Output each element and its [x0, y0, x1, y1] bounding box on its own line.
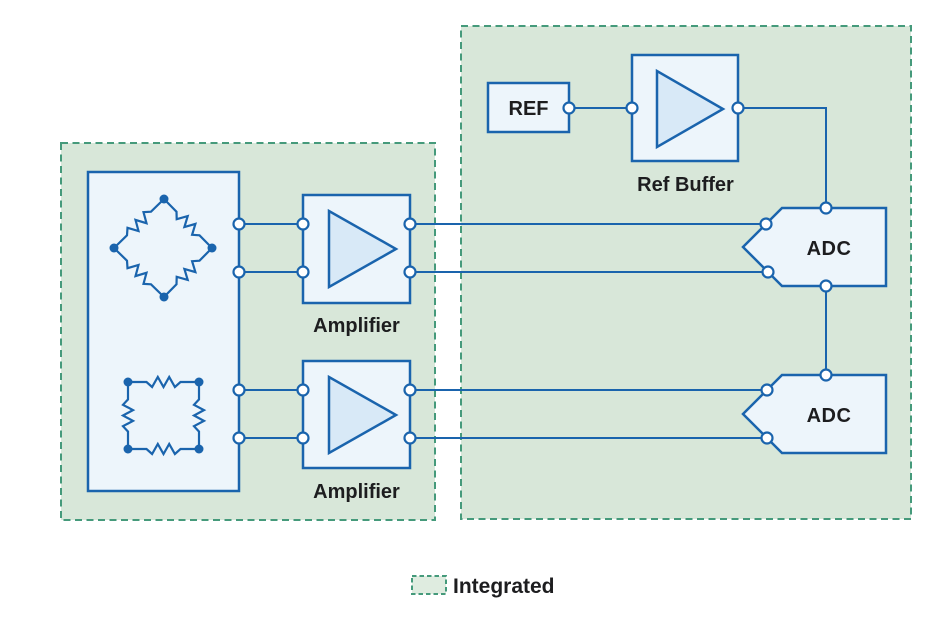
adc-pentagon [741, 373, 888, 455]
legend-label: Integrated [453, 575, 555, 598]
amplifier-triangle-icon [327, 208, 399, 290]
node-dot-icon [123, 377, 133, 387]
terminal-circle-icon [731, 101, 745, 115]
adc-bottom-block: ADC [741, 373, 888, 455]
amplifier-triangle-icon [327, 374, 399, 456]
amplifier-bottom-block: Amplifier [301, 359, 412, 503]
ref-buffer-block: Ref Buffer [630, 53, 740, 196]
amplifier-bottom-label: Amplifier [313, 481, 400, 503]
node-dot-icon [159, 194, 169, 204]
terminal-circle-icon [819, 201, 833, 215]
terminal-circle-icon [403, 217, 417, 231]
terminal-circle-icon [760, 431, 774, 445]
terminal-circle-icon [296, 217, 310, 231]
sensor-block [86, 170, 241, 493]
resistor-icon [113, 247, 165, 298]
legend-swatch-icon [411, 575, 447, 595]
resistor-icon [128, 441, 199, 457]
ref-box [486, 81, 571, 134]
legend: Integrated [411, 575, 555, 598]
ref-block: REF [486, 81, 571, 134]
node-dot-icon [109, 243, 119, 253]
terminal-circle-icon [819, 279, 833, 293]
ref-buffer-triangle-icon [655, 68, 726, 150]
resistor-icon [113, 198, 165, 249]
terminal-circle-icon [296, 265, 310, 279]
terminal-circle-icon [232, 217, 246, 231]
resistor-icon [120, 382, 136, 449]
terminals [232, 101, 833, 445]
amplifier-top-block: Amplifier [301, 193, 412, 337]
node-dot-icon [159, 292, 169, 302]
terminal-circle-icon [761, 265, 775, 279]
adc-pentagon [741, 206, 888, 288]
resistor-icon [163, 198, 213, 249]
terminal-circle-icon [403, 383, 417, 397]
node-dot-icon [194, 444, 204, 454]
ref-buffer-label: Ref Buffer [637, 174, 734, 196]
adc-top-label: ADC [807, 238, 852, 260]
terminal-circle-icon [759, 217, 773, 231]
node-dot-icon [194, 377, 204, 387]
terminal-circle-icon [232, 383, 246, 397]
terminal-circle-icon [562, 101, 576, 115]
node-dot-icon [207, 243, 217, 253]
amplifier-top-label: Amplifier [313, 315, 400, 337]
terminal-circle-icon [232, 265, 246, 279]
resistor-icon [163, 247, 213, 298]
wheatstone-bridge-square-icon [120, 374, 207, 457]
terminal-circle-icon [760, 383, 774, 397]
resistor-icon [191, 382, 207, 449]
terminal-circle-icon [819, 368, 833, 382]
adc-bottom-label: ADC [807, 405, 852, 427]
adc-top-block: ADC [741, 206, 888, 288]
wheatstone-bridge-diamond-icon [109, 194, 217, 302]
terminal-circle-icon [296, 383, 310, 397]
terminal-circle-icon [625, 101, 639, 115]
terminal-circle-icon [232, 431, 246, 445]
wire-buffer-to-adc1-ref [738, 107, 827, 208]
resistor-icon [128, 374, 199, 390]
node-dot-icon [123, 444, 133, 454]
wires [239, 107, 827, 439]
terminal-circle-icon [403, 431, 417, 445]
terminal-circle-icon [403, 265, 417, 279]
terminal-circle-icon [296, 431, 310, 445]
ref-label: REF [509, 98, 549, 120]
